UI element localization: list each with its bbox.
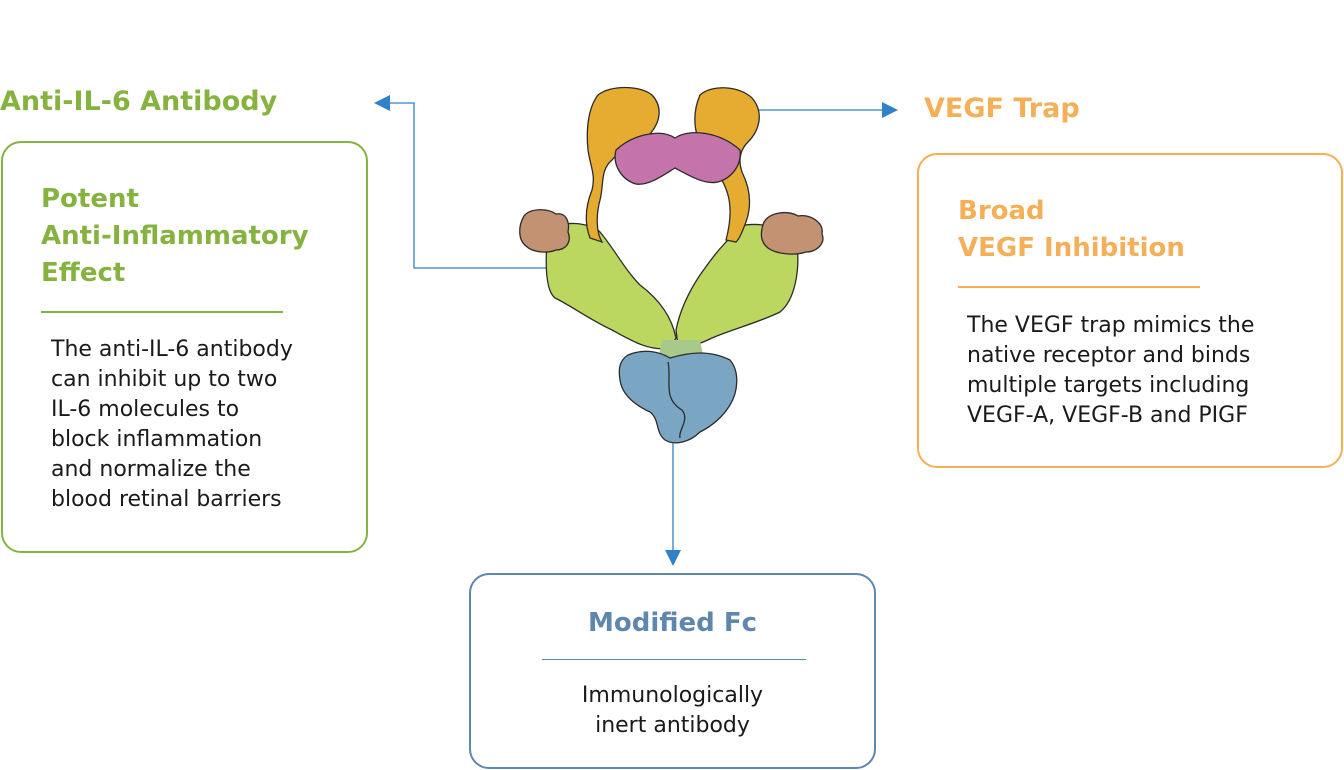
card-divider [41,311,283,313]
card-heading: Potent Anti-Inflammatory Effect [41,184,309,288]
label-vegf-trap: VEGF Trap [924,93,1080,124]
label-anti-il6-antibody: Anti-IL-6 Antibody [0,86,278,117]
card-description: The anti-IL-6 antibody can inhibit up to… [51,337,293,512]
connector-anti-il6 [388,102,553,269]
il6-molecule-left [519,209,570,253]
card-divider [958,286,1200,288]
il6-molecule-right [760,211,824,255]
vegf-trap-left [585,86,660,244]
arrow-down-head [665,550,681,566]
arrow-left-head [374,95,390,111]
fc-region [618,350,738,444]
card-anti-inflammatory: Potent Anti-Inflammatory Effect The anti… [1,141,368,553]
card-vegf-inhibition: Broad VEGF Inhibition The VEGF trap mimi… [917,153,1343,468]
card-modified-fc: Modified Fc Immunologically inert antibo… [469,573,876,769]
antibody-molecule-illustration [519,86,824,444]
card-divider [542,659,806,660]
card-description: The VEGF trap mimics the native receptor… [967,313,1255,428]
card-heading: Modified Fc [588,608,757,638]
arrow-right-head [882,102,898,118]
card-heading: Broad VEGF Inhibition [958,196,1185,263]
card-description: Immunologically inert antibody [581,683,764,738]
vegf-ligand [614,132,741,185]
